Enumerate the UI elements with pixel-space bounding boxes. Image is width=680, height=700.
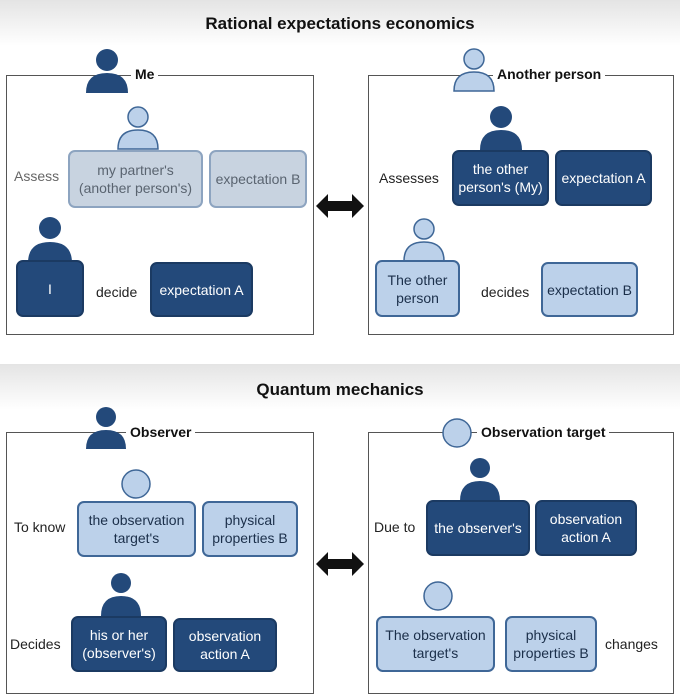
circle-icon [121,469,151,499]
person-light-icon [453,48,495,92]
person-dark-icon [28,217,72,263]
box-observation-targets: the observation target's [77,501,196,557]
panel-label-another-person: Another person [493,66,606,82]
verb-decides-observer: Decides [10,636,61,652]
box-expectation-b-right: expectation B [541,262,638,317]
section-title-quantum: Quantum mechanics [256,380,424,399]
panel-label-observer: Observer [126,424,196,440]
box-observation-action-a-right: observation action A [535,500,637,556]
section-title-rational: Rational expectations economics [205,14,475,33]
circle-icon [423,581,453,611]
double-arrow-icon [316,194,364,218]
person-dark-icon [480,106,522,150]
box-the-other-person: The other person [375,260,460,317]
person-dark-icon [86,407,126,449]
person-dark-icon [460,458,500,501]
section-header-quantum [0,364,680,410]
verb-due-to: Due to [374,519,416,535]
person-light-icon [403,218,445,262]
panel-label-observation-target: Observation target [477,424,610,440]
verb-decides: decides [481,284,530,300]
box-my-partners: my partner's (another person's) [68,150,203,208]
verb-changes: changes [605,636,658,652]
verb-assesses: Assesses [379,170,439,186]
section-header-rational [0,0,680,46]
verb-assess: Assess [14,168,60,184]
box-his-or-her: his or her (observer's) [71,616,167,672]
box-i: I [16,260,84,317]
box-expectation-b: expectation B [209,150,307,208]
box-physical-properties-b-right: physical properties B [505,616,597,672]
circle-icon [442,418,472,448]
verb-to-know: To know [14,519,66,535]
box-the-observers: the observer's [426,500,530,556]
box-expectation-a: expectation A [150,262,253,317]
double-arrow-icon [316,552,364,576]
person-dark-icon [86,49,128,93]
person-dark-icon [101,573,141,616]
panel-label-me: Me [131,66,159,82]
box-expectation-a-right: expectation A [555,150,652,206]
box-other-persons: the other person's (My) [452,150,549,206]
box-observation-action-a: observation action A [173,618,277,672]
box-the-observation-targets: The observation target's [376,616,495,672]
panel-me [6,75,314,335]
verb-decide: decide [96,284,138,300]
person-light-icon [117,106,159,150]
box-physical-properties-b: physical properties B [202,501,298,557]
